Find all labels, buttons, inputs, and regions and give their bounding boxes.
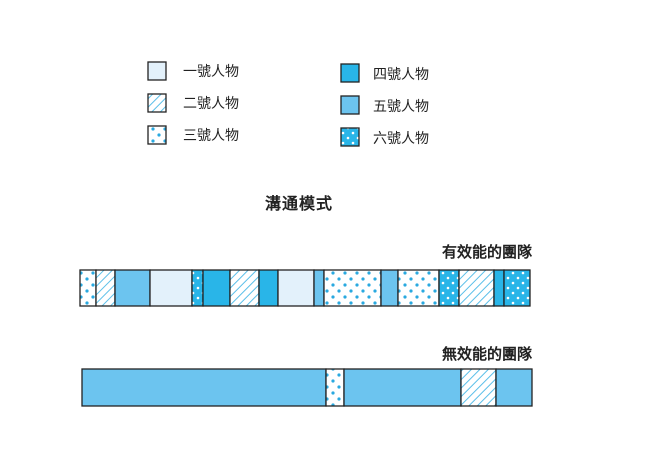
ineffective-segment-person-5 [343,368,462,407]
effective-segment-person-2 [95,269,116,307]
effective-segment-person-3 [397,269,440,307]
effective-segment-person-5 [313,269,325,307]
legend-label-3: 三號人物 [183,128,239,144]
effective-segment-person-1 [277,269,315,307]
effective-segment-person-1 [149,269,193,307]
diagram-title: 溝通模式 [265,194,334,213]
legend-swatch-2 [147,93,167,113]
ineffective-segment-person-5 [495,368,533,407]
effective-segment-person-5 [380,269,399,307]
effective-segment-person-4 [493,269,505,307]
ineffective-segment-person-5 [81,368,327,407]
effective-segment-person-3 [79,269,97,307]
legend-swatch-4 [340,63,360,83]
legend-label-6: 六號人物 [373,131,429,147]
effective-segment-person-6 [191,269,204,307]
ineffective-team-label: 無效能的團隊 [441,345,532,363]
legend-swatch-6 [340,127,360,147]
legend-label-2: 二號人物 [183,96,239,112]
effective-segment-person-4 [258,269,279,307]
effective-segment-person-6 [438,269,460,307]
effective-team-label: 有效能的團隊 [441,243,532,261]
legend-label-4: 四號人物 [373,67,429,83]
effective-segment-person-2 [229,269,260,307]
legend-swatch-5 [340,95,360,115]
legend-label-5: 五號人物 [373,99,429,115]
legend-swatch-1 [147,61,167,81]
legend-swatch-3 [147,125,167,145]
legend-label-1: 一號人物 [183,64,239,80]
effective-segment-person-5 [114,269,151,307]
effective-segment-person-4 [202,269,231,307]
effective-segment-person-2 [458,269,495,307]
effective-segment-person-6 [503,269,531,307]
ineffective-segment-person-2 [460,368,497,407]
ineffective-segment-person-3 [325,368,345,407]
effective-segment-person-3 [323,269,382,307]
